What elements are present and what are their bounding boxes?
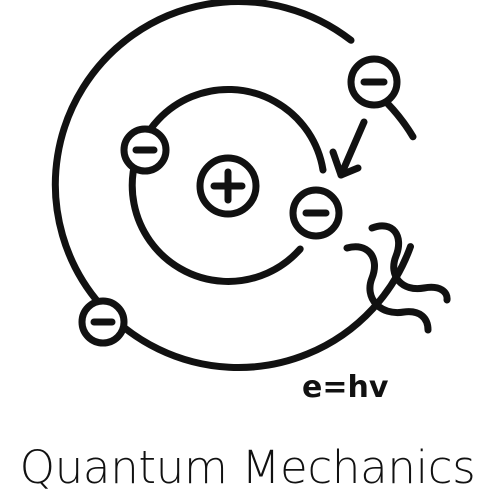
- nucleus-plus-icon: [196, 154, 260, 218]
- transition-arrow-icon: [329, 118, 368, 179]
- photon-wave-icon: [343, 222, 451, 334]
- outer-orbit-segment: [384, 99, 417, 141]
- electron-minus-icon: [120, 125, 170, 175]
- electron-minus-icon: [78, 297, 128, 347]
- electron-minus-icon: [347, 55, 401, 109]
- electron-minus-icon: [289, 186, 343, 240]
- equation-label: e=hv: [302, 370, 389, 405]
- outer-orbit: [51, 0, 414, 372]
- caption-title: Quantum Mechanics: [19, 441, 476, 494]
